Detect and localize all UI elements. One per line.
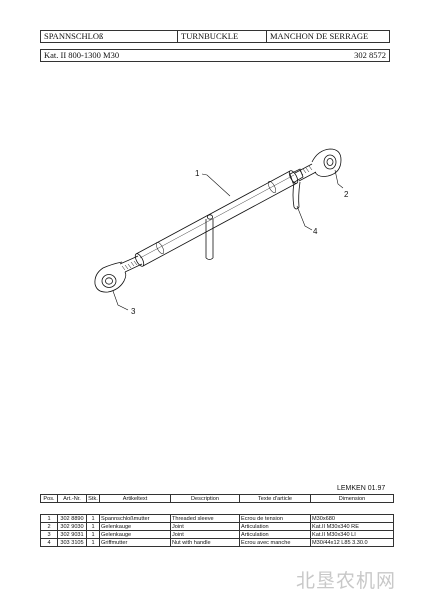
col-article-text: Artikeltext	[99, 494, 171, 503]
cell-texte: Articulation	[239, 522, 311, 531]
title-bar: SPANNSCHLOß TURNBUCKLE MANCHON DE SERRAG…	[40, 30, 390, 43]
cell-description: Threaded sleeve	[170, 514, 240, 523]
catalog-bar: Kat. II 800-1300 M30 302 8572	[40, 49, 390, 62]
title-french: MANCHON DE SERRAGE	[270, 31, 369, 41]
cell-texte: Ecrou avec manche	[239, 538, 311, 547]
col-quantity: Stk.	[86, 494, 100, 503]
cell-article-text: Griffmutter	[99, 538, 171, 547]
cell-article-text: Gelenkauge	[99, 530, 171, 539]
cell-quantity: 1	[86, 530, 100, 539]
title-german: SPANNSCHLOß	[41, 31, 178, 42]
cell-texte: Articulation	[239, 530, 311, 539]
table-row: 3 302 9031 1 Gelenkauge Joint Articulati…	[40, 530, 394, 539]
sleeve-handle	[205, 219, 214, 260]
cell-description: Joint	[170, 530, 240, 539]
cell-quantity: 1	[86, 522, 100, 531]
leader-lines	[112, 169, 344, 311]
cell-dimension: M30/44x12 L85 3.30.0	[310, 538, 394, 547]
callout-4: 4	[313, 227, 318, 236]
col-description: Description	[170, 494, 240, 503]
threaded-sleeve	[134, 170, 299, 267]
cell-dimension: Kat.II M30x340 LI	[310, 530, 394, 539]
table-row: 2 302 9030 1 Gelenkauge Joint Articulati…	[40, 522, 394, 531]
nut-with-handle	[289, 168, 304, 210]
callout-3: 3	[131, 307, 136, 316]
brand-date: LEMKEN 01.97	[337, 485, 386, 492]
threaded-rod-right	[294, 163, 317, 182]
parts-table-header: Pos. Art.-Nr. Stk. Artikeltext Descripti…	[40, 494, 394, 503]
callout-1: 1	[195, 169, 200, 178]
table-row: 4 303 3105 1 Griffmutter Nut with handle…	[40, 538, 394, 547]
callout-2: 2	[344, 190, 349, 199]
cell-pos: 1	[40, 514, 58, 523]
cell-pos: 3	[40, 530, 58, 539]
header-row: Pos. Art.-Nr. Stk. Artikeltext Descripti…	[40, 494, 394, 503]
cell-description: Joint	[170, 522, 240, 531]
catalog-label: Kat. II 800-1300 M30	[44, 50, 120, 60]
col-dimension: Dimension	[310, 494, 394, 503]
table-row: 1 302 8890 1 Spannschloßmutter Threaded …	[40, 514, 394, 523]
cell-pos: 4	[40, 538, 58, 547]
col-article-number: Art.-Nr.	[57, 494, 87, 503]
cell-article-number: 303 3105	[57, 538, 87, 547]
cell-article-text: Spannschloßmutter	[99, 514, 171, 523]
cell-article-number: 302 9030	[57, 522, 87, 531]
watermark: 北垦农机网	[296, 570, 397, 592]
title-english: TURNBUCKLE	[178, 31, 267, 42]
cell-article-number: 302 9031	[57, 530, 87, 539]
cell-quantity: 1	[86, 514, 100, 523]
joint-eye-right	[311, 148, 342, 177]
cell-texte: Ecrou de tension	[239, 514, 311, 523]
cell-description: Nut with handle	[170, 538, 240, 547]
cell-article-number: 302 8890	[57, 514, 87, 523]
threaded-rod-left	[119, 255, 143, 273]
cell-article-text: Gelenkauge	[99, 522, 171, 531]
cell-dimension: Kat.II M30x340 RE	[310, 522, 394, 531]
cell-pos: 2	[40, 522, 58, 531]
cell-quantity: 1	[86, 538, 100, 547]
part-number: 302 8572	[354, 50, 386, 60]
parts-table: 1 302 8890 1 Spannschloßmutter Threaded …	[40, 514, 394, 547]
cell-dimension: M30x680	[310, 514, 394, 523]
joint-eye-left	[94, 261, 127, 293]
col-pos: Pos.	[40, 494, 58, 503]
col-texte: Texte d'article	[239, 494, 311, 503]
